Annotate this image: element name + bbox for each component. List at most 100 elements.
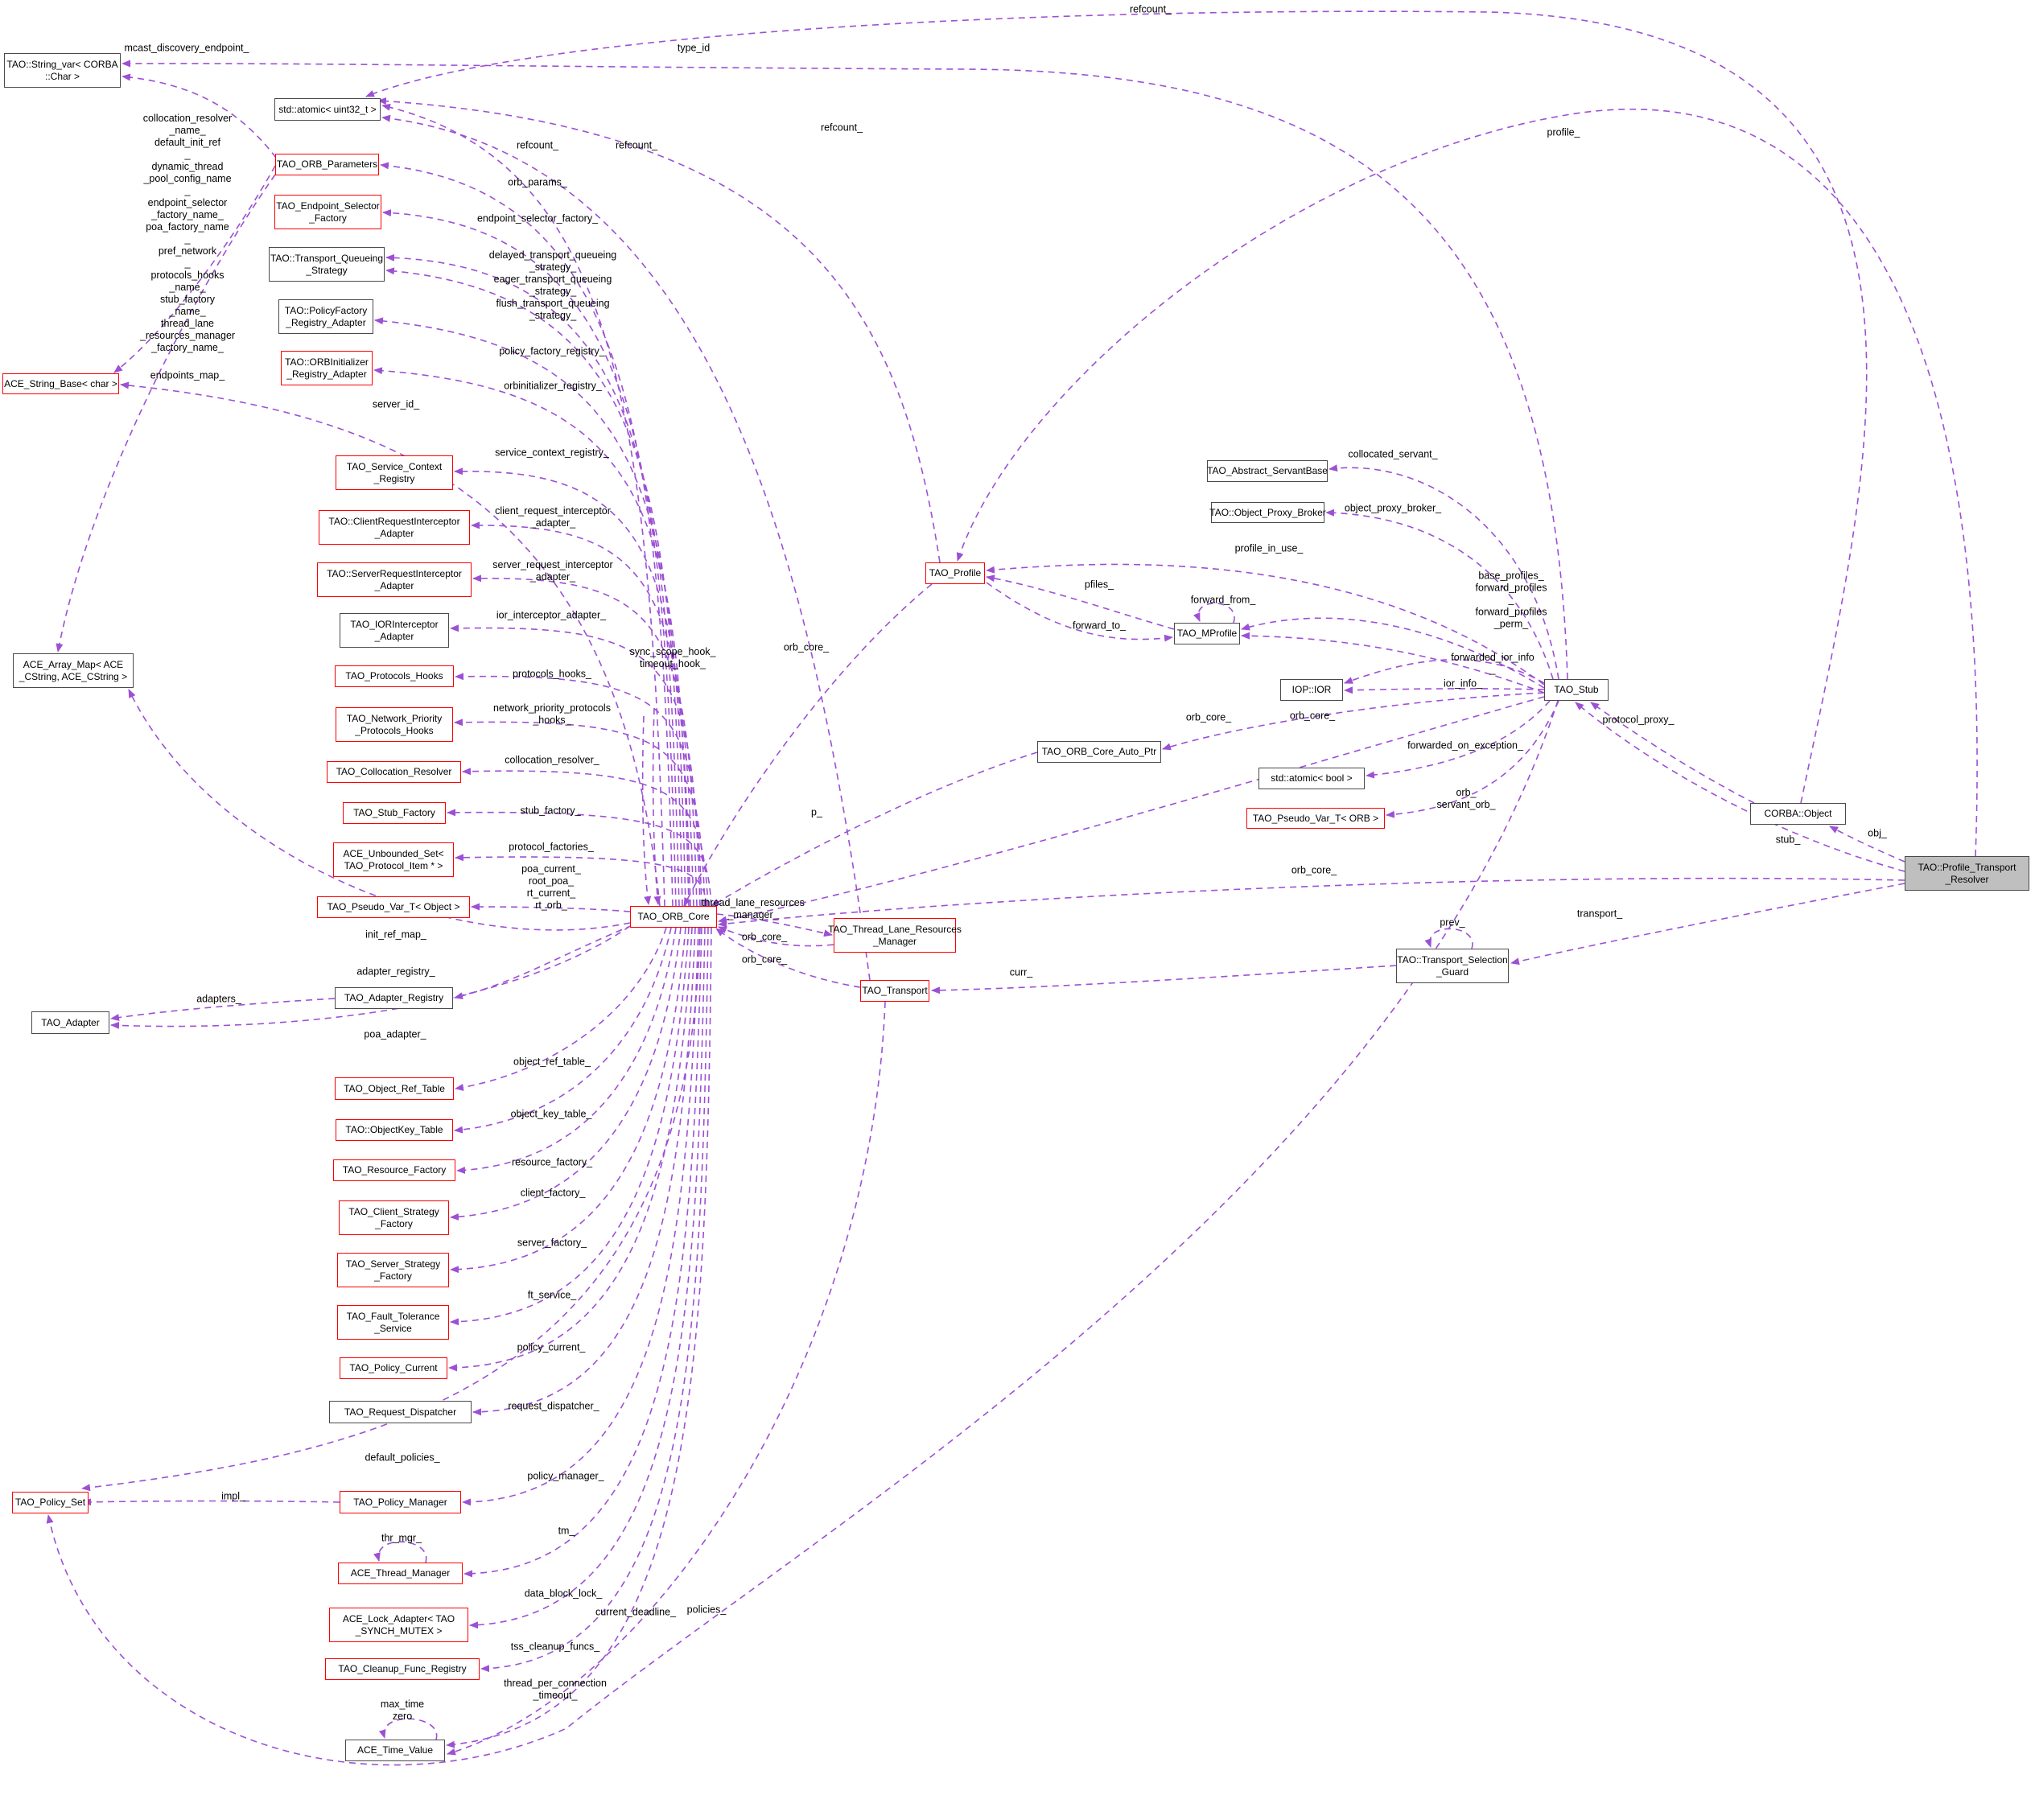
- node-tao-iorinterceptor-adapter[interactable]: TAO_IORInterceptor _Adapter: [340, 613, 449, 648]
- node-tao-orb-core-auto-ptr[interactable]: TAO_ORB_Core_Auto_Ptr: [1037, 741, 1161, 763]
- node-tao-objectkey-table[interactable]: TAO::ObjectKey_Table: [336, 1119, 453, 1141]
- edge-label: protocol_proxy_: [1602, 714, 1675, 726]
- node-label: ACE_Time_Value: [356, 1744, 434, 1756]
- node-tao-policy-manager[interactable]: TAO_Policy_Manager: [340, 1491, 461, 1513]
- edge-ior-info: [1344, 686, 1545, 694]
- node-tao-pseudo-var-t-object[interactable]: TAO_Pseudo_Var_T< Object >: [317, 896, 470, 918]
- node-tao-abstract-servantbase[interactable]: TAO_Abstract_ServantBase: [1207, 460, 1328, 482]
- node-transport-queueing-strategy[interactable]: TAO::Transport_Queueing _Strategy: [269, 247, 385, 282]
- node-label: TAO::Transport_Queueing _Strategy: [270, 252, 384, 276]
- node-ace-thread-manager[interactable]: ACE_Thread_Manager: [338, 1563, 463, 1584]
- edge-orb-core-from-profile: [683, 583, 933, 907]
- edge-adapters: [110, 998, 336, 1022]
- node-ace-time-value[interactable]: ACE_Time_Value: [345, 1740, 445, 1761]
- node-tao-orb-parameters[interactable]: TAO_ORB_Parameters: [275, 154, 379, 175]
- node-label: TAO_Stub: [1554, 684, 1599, 696]
- node-tao-policy-set[interactable]: TAO_Policy_Set: [12, 1492, 89, 1513]
- node-label: TAO_Collocation_Resolver: [336, 766, 452, 778]
- edge-label: orb_ servant_orb_: [1436, 787, 1496, 810]
- edge-label: forwarded_ior_info _: [1451, 652, 1534, 675]
- node-tao-fault-tolerance-service[interactable]: TAO_Fault_Tolerance _Service: [337, 1305, 449, 1340]
- node-label: TAO_Fault_Tolerance _Service: [346, 1310, 440, 1334]
- node-std-atomic-uint32[interactable]: std::atomic< uint32_t >: [274, 98, 381, 121]
- edge-prev-loop: [1424, 928, 1473, 949]
- node-tao-adapter-registry[interactable]: TAO_Adapter_Registry: [335, 987, 453, 1009]
- edge-type-id: [122, 60, 1568, 680]
- node-tao-stub[interactable]: TAO_Stub: [1544, 679, 1609, 701]
- edge-label: current_deadline_: [595, 1606, 677, 1618]
- node-tao-transport[interactable]: TAO_Transport: [860, 980, 929, 1002]
- node-ace-unbounded-set[interactable]: ACE_Unbounded_Set< TAO_Protocol_Item * >: [333, 842, 454, 877]
- node-tao-orb-core[interactable]: TAO_ORB_Core: [630, 906, 717, 928]
- edge-pfiles: [986, 574, 1175, 630]
- node-tao-mprofile[interactable]: TAO_MProfile: [1174, 623, 1240, 644]
- node-label: TAO_Client_Strategy _Factory: [348, 1205, 439, 1229]
- node-orbinitializer-registry-adapter[interactable]: TAO::ORBInitializer _Registry_Adapter: [281, 351, 373, 385]
- node-tao-profile[interactable]: TAO_Profile: [925, 562, 985, 584]
- edge-label: orbinitializer_registry_: [504, 380, 602, 392]
- edge-label: object_proxy_broker_: [1344, 502, 1442, 514]
- node-label: TAO_MProfile: [1176, 628, 1238, 640]
- node-tao-server-strategy-factory[interactable]: TAO_Server_Strategy _Factory: [337, 1253, 449, 1287]
- node-profile-transport-resolver[interactable]: TAO::Profile_Transport _Resolver: [1905, 856, 2029, 891]
- node-label: TAO_Policy_Manager: [353, 1496, 447, 1508]
- node-tao-object-ref-table[interactable]: TAO_Object_Ref_Table: [335, 1077, 454, 1100]
- edge-thread-per-connection-timeout: [446, 927, 712, 1748]
- node-serverrequestinterceptor-adapter[interactable]: TAO::ServerRequestInterceptor _Adapter: [317, 562, 472, 597]
- edge-label: policy_manager_: [527, 1470, 604, 1482]
- node-tao-pseudo-var-t-orb[interactable]: TAO_Pseudo_Var_T< ORB >: [1246, 808, 1385, 829]
- node-tao-network-priority-protocols-hooks[interactable]: TAO_Network_Priority _Protocols_Hooks: [336, 707, 453, 742]
- edge-p: [711, 751, 1038, 907]
- edge-mcast-discovery-endpoint: [122, 73, 277, 159]
- edge-label: refcount_: [516, 139, 559, 151]
- node-tao-protocols-hooks[interactable]: TAO_Protocols_Hooks: [335, 665, 454, 687]
- node-clientrequestinterceptor-adapter[interactable]: TAO::ClientRequestInterceptor _Adapter: [319, 510, 470, 545]
- node-label: TAO_ORB_Parameters: [276, 159, 378, 171]
- node-ace-string-base-char[interactable]: ACE_String_Base< char >: [2, 373, 119, 394]
- edge-label: orb_core_: [1289, 710, 1336, 722]
- edge-data-block-lock: [469, 927, 706, 1629]
- node-label: IOP::IOR: [1291, 684, 1332, 696]
- node-tao-thread-lane-resources-manager[interactable]: TAO_Thread_Lane_Resources _Manager: [828, 918, 962, 953]
- node-corba-object[interactable]: CORBA::Object: [1750, 803, 1846, 825]
- node-tao-cleanup-func-registry[interactable]: TAO_Cleanup_Func_Registry: [325, 1658, 480, 1680]
- edge-label: stub_factory_: [520, 805, 581, 817]
- node-label: std::atomic< bool >: [1271, 772, 1353, 784]
- edge-refcount-corba-object: [365, 10, 1868, 804]
- edge-orb-servant-orb: [1386, 700, 1559, 818]
- node-tao-policy-current[interactable]: TAO_Policy_Current: [340, 1357, 447, 1379]
- edge-label: object_key_table_: [510, 1108, 592, 1120]
- edge-delayed-queueing: [385, 253, 680, 907]
- node-tao-service-context-registry[interactable]: TAO_Service_Context _Registry: [336, 455, 453, 490]
- node-ace-lock-adapter[interactable]: ACE_Lock_Adapter< TAO _SYNCH_MUTEX >: [329, 1608, 468, 1642]
- edge-stub-factory: [447, 809, 712, 907]
- edge-label: protocols_hooks_: [513, 668, 591, 680]
- node-tao-adapter[interactable]: TAO_Adapter: [31, 1011, 109, 1034]
- node-tao-client-strategy-factory[interactable]: TAO_Client_Strategy _Factory: [339, 1200, 449, 1235]
- edge-label: ior_interceptor_adapter_: [496, 609, 607, 621]
- node-iop-ior[interactable]: IOP::IOR: [1280, 679, 1343, 701]
- edge-max-time-zero-loop: [378, 1718, 438, 1740]
- node-ace-array-map[interactable]: ACE_Array_Map< ACE _CString, ACE_CString…: [13, 653, 134, 688]
- edge-label: endpoints_map_: [150, 369, 225, 381]
- edge-label: stub_: [1775, 834, 1801, 846]
- node-tao-resource-factory[interactable]: TAO_Resource_Factory: [333, 1159, 455, 1181]
- edge-label: forward_from_: [1190, 594, 1256, 606]
- node-tao-request-dispatcher[interactable]: TAO_Request_Dispatcher: [329, 1401, 472, 1423]
- node-tao-object-proxy-broker[interactable]: TAO::Object_Proxy_Broker: [1209, 502, 1326, 523]
- node-tao-stub-factory[interactable]: TAO_Stub_Factory: [343, 802, 446, 824]
- node-tao-collocation-resolver[interactable]: TAO_Collocation_Resolver: [327, 761, 461, 783]
- node-label: TAO_ORB_Core: [637, 911, 710, 923]
- node-transport-selection-guard[interactable]: TAO::Transport_Selection _Guard: [1396, 949, 1509, 983]
- edge-label: endpoint_selector_factory_: [476, 212, 599, 224]
- edge-label: transport_: [1576, 908, 1623, 920]
- node-policyfactory-registry-adapter[interactable]: TAO::PolicyFactory _Registry_Adapter: [278, 299, 373, 334]
- node-tao-endpoint-selector-factory[interactable]: TAO_Endpoint_Selector _Factory: [274, 195, 381, 229]
- node-label: TAO_Object_Ref_Table: [344, 1082, 445, 1094]
- edge-label: server_factory_: [517, 1237, 587, 1249]
- node-string-var-corba-char[interactable]: TAO::String_var< CORBA ::Char >: [4, 53, 121, 88]
- edge-object-proxy-broker: [1325, 509, 1554, 680]
- edge-timeout-hook: [652, 707, 661, 905]
- edge-label: server_request_interceptor _adapter_: [492, 559, 613, 583]
- node-std-atomic-bool[interactable]: std::atomic< bool >: [1258, 768, 1365, 789]
